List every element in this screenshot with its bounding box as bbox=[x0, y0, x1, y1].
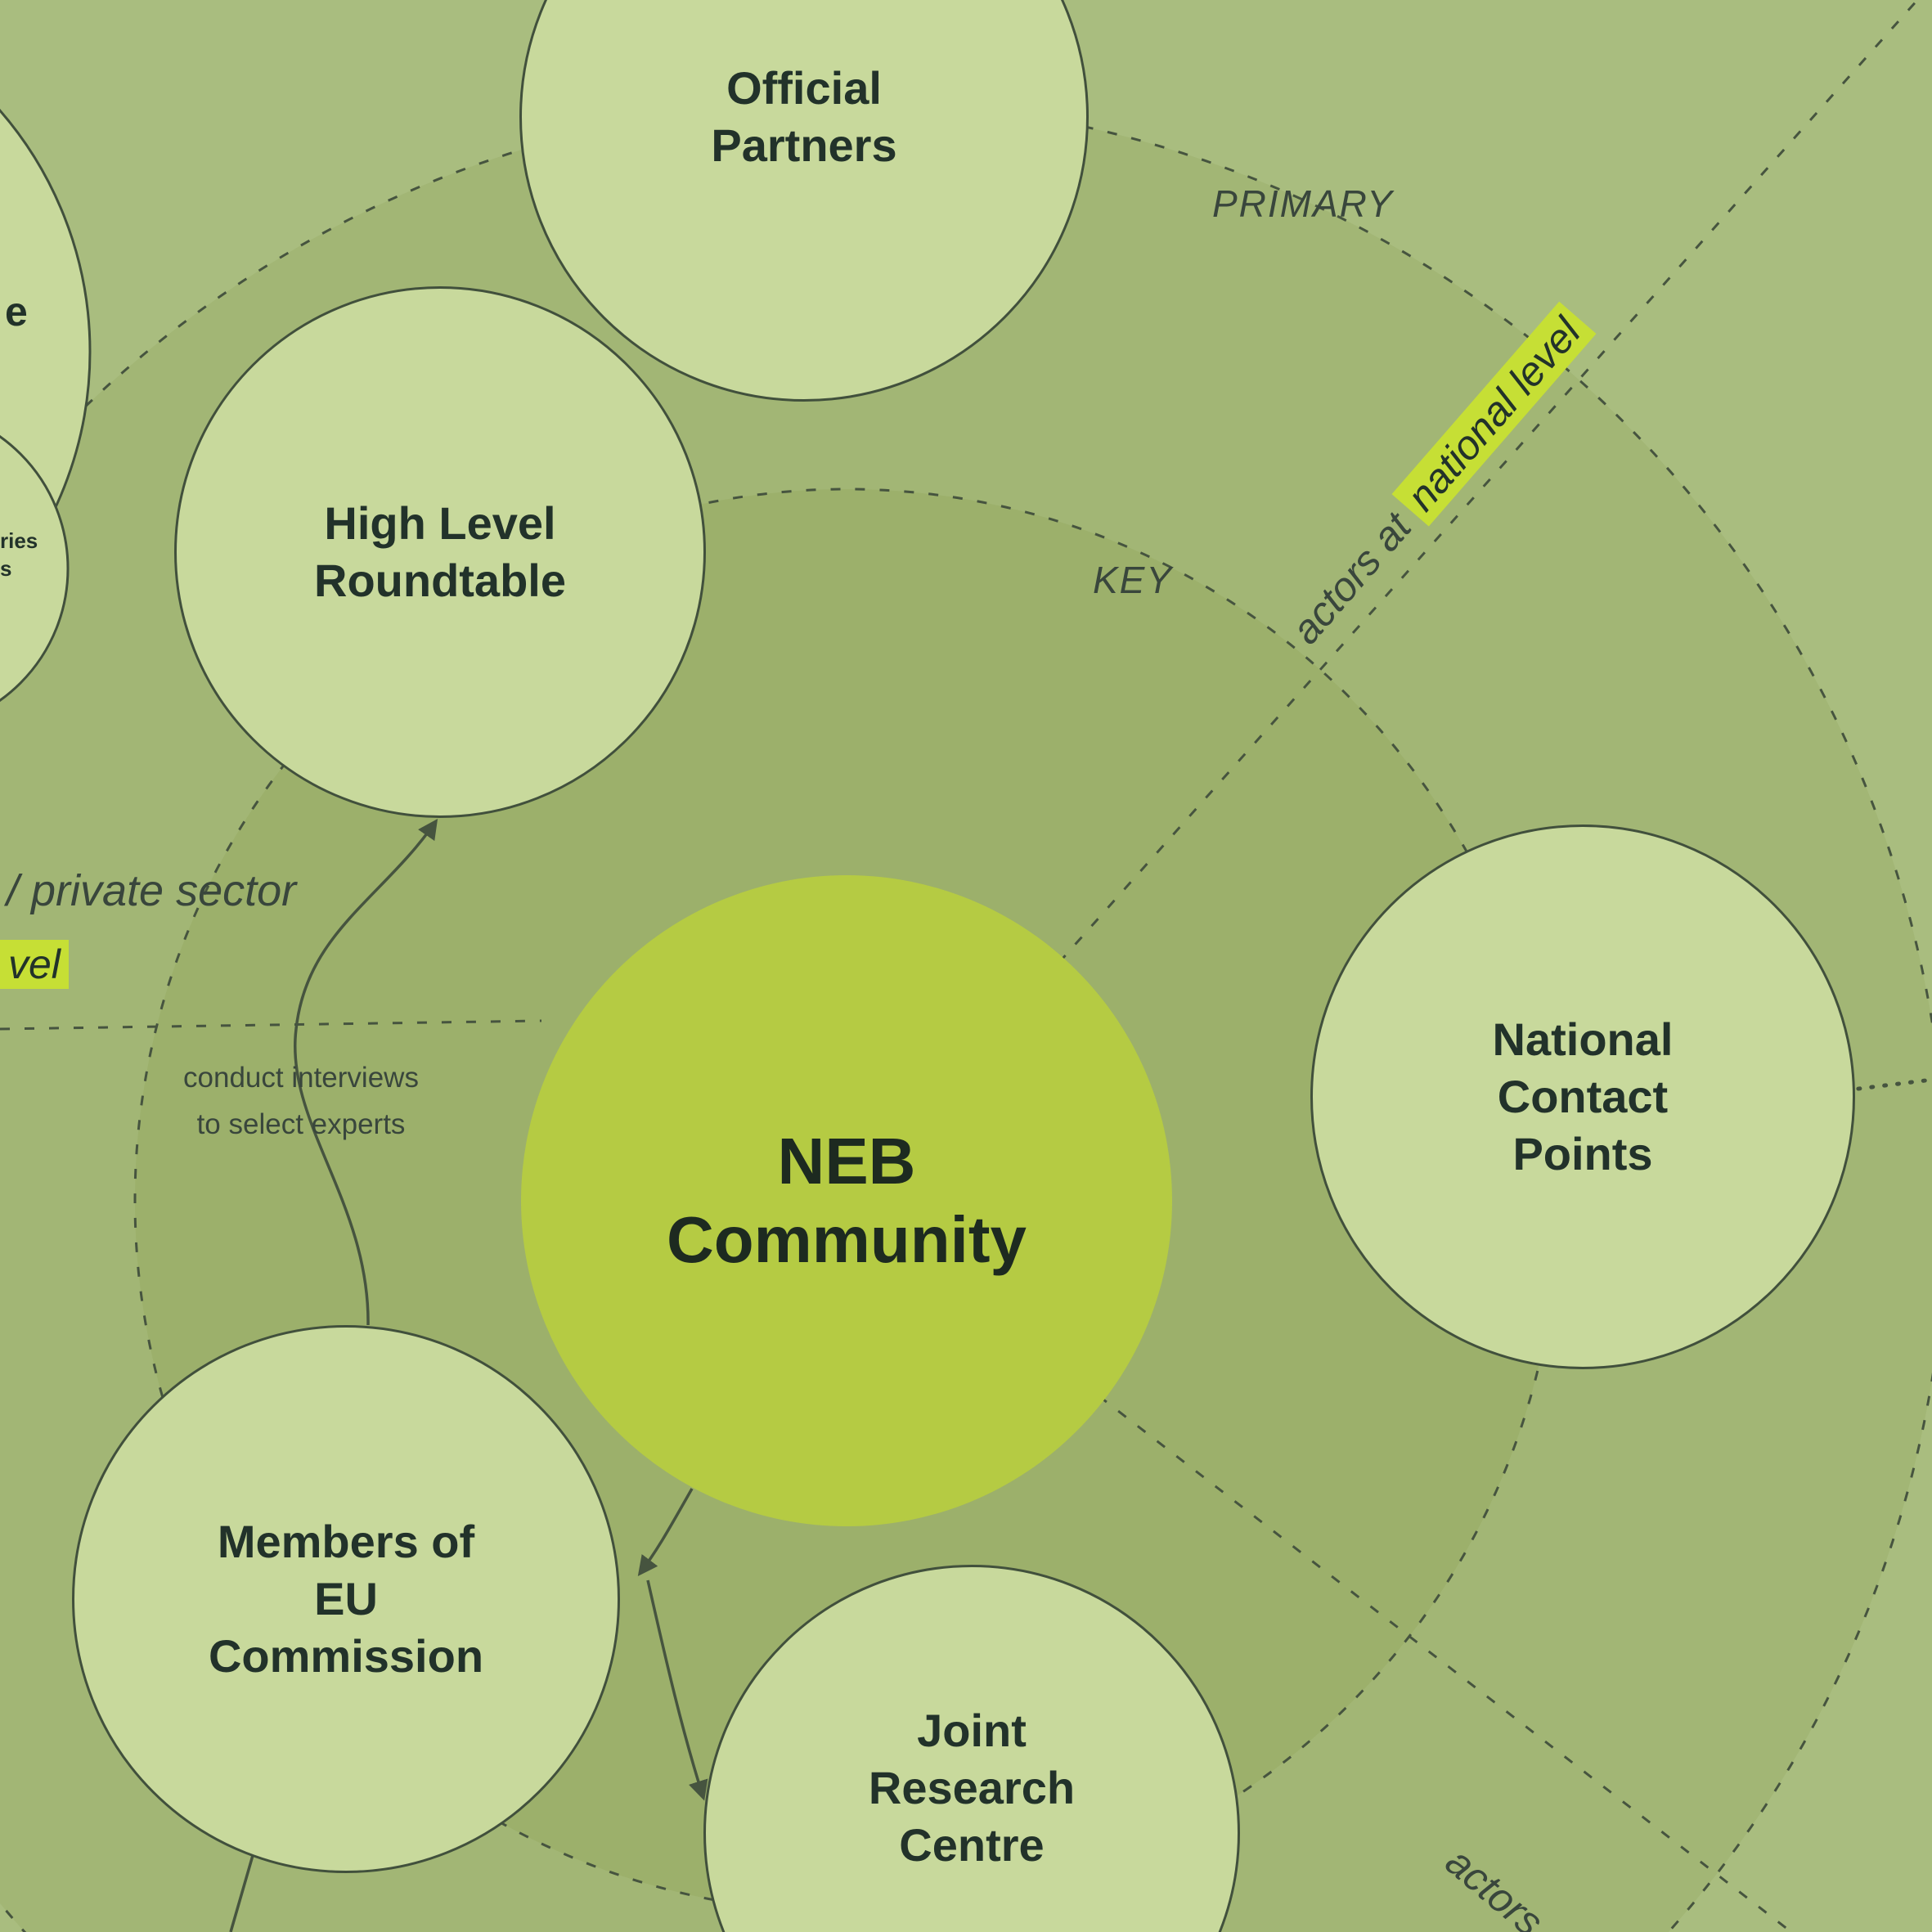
annotation-conduct-interviews: conduct interviews to select experts bbox=[97, 1055, 505, 1148]
partial-small-line2: s bbox=[0, 555, 12, 581]
connector-dotted-right bbox=[1843, 1077, 1932, 1093]
connector-neb-commission bbox=[637, 1488, 694, 1576]
node-national-contact-points: National Contact Points bbox=[1310, 824, 1855, 1369]
node-members-eu-commission: Members of EU Commission bbox=[72, 1325, 620, 1873]
partial-small-node-label: ries s bbox=[0, 528, 38, 583]
label-level-fragment: vel bbox=[0, 940, 69, 989]
node-members-eu-commission-label: Members of EU Commission bbox=[208, 1516, 484, 1682]
node-joint-research-centre-label: Joint Research Centre bbox=[868, 1705, 1076, 1871]
node-national-contact-points-label: National Contact Points bbox=[1492, 1013, 1674, 1179]
node-neb-community-label: NEB Community bbox=[667, 1125, 1027, 1276]
ring-label-primary: PRIMARY bbox=[1212, 182, 1394, 225]
annotation-line2: to select experts bbox=[196, 1108, 406, 1140]
connector-commission-bottom bbox=[229, 1852, 255, 1932]
ring-label-key: KEY bbox=[1093, 559, 1174, 601]
node-neb-community: NEB Community bbox=[521, 875, 1172, 1526]
partial-circle-small bbox=[0, 434, 70, 703]
node-official-partners-label: Official Partners bbox=[711, 62, 897, 171]
label-private-sector: / private sector bbox=[7, 866, 297, 915]
connector-neb-jrc bbox=[646, 1579, 708, 1801]
sector-line-left bbox=[0, 1019, 542, 1031]
partial-small-line1: ries bbox=[0, 528, 38, 553]
partial-node-label-fragment: e bbox=[5, 289, 28, 335]
node-high-level-roundtable-label: High Level Roundtable bbox=[314, 497, 566, 606]
node-high-level-roundtable: High Level Roundtable bbox=[174, 286, 706, 818]
annotation-line1: conduct interviews bbox=[183, 1062, 419, 1094]
connector-commission-roundtable bbox=[294, 818, 438, 1326]
